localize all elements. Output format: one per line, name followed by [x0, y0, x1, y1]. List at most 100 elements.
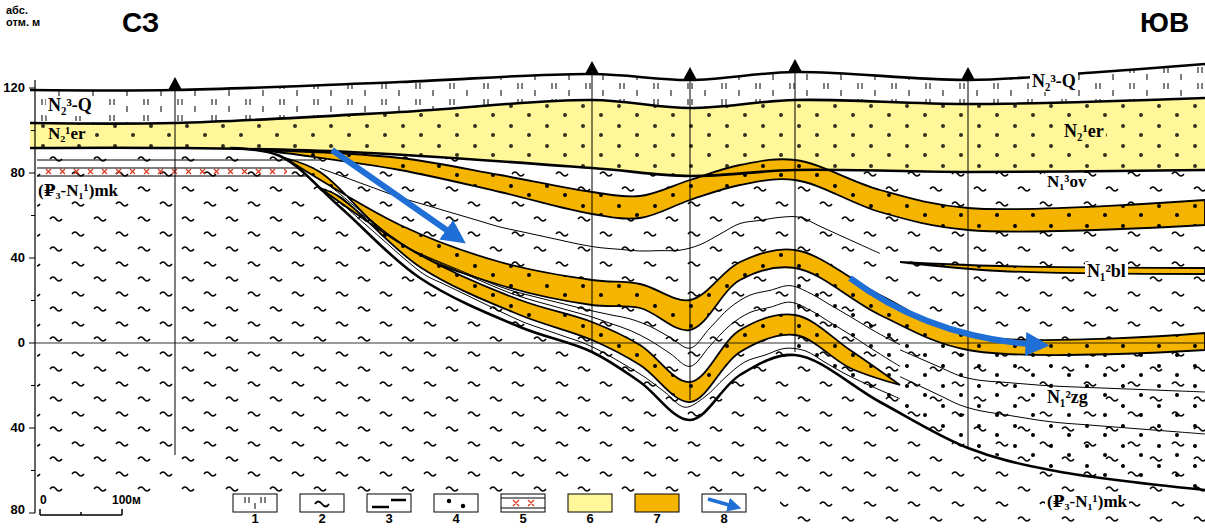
- contact-line: [30, 98, 1205, 124]
- borehole-line: [592, 74, 593, 352]
- formation-label: N₁²bl: [1085, 262, 1128, 282]
- legend-item: [434, 494, 478, 512]
- bedding-line: [900, 377, 1205, 434]
- elevation-value: 0: [16, 336, 27, 350]
- sand-symbol: [447, 499, 451, 503]
- contact-line: [30, 64, 1205, 90]
- legend-swatch: [635, 494, 679, 512]
- elevation-value: 80: [9, 503, 27, 517]
- thin-bed-line: [37, 176, 308, 177]
- formation-label: N₂¹er: [1062, 122, 1106, 142]
- axis-tick: [29, 258, 35, 259]
- scale-value: 100м: [110, 494, 143, 507]
- axis-title: абс. отм. м: [4, 4, 44, 28]
- legend-item: [702, 494, 746, 512]
- geology-layers: [29, 59, 1205, 528]
- formation-label: (₽₃-N₁¹)mk: [1045, 493, 1129, 512]
- axis-tick: [31, 215, 35, 216]
- elevation-axis: [34, 80, 35, 513]
- sand-outline: [260, 150, 1205, 232]
- direction-label: СЗ: [120, 8, 161, 39]
- clay-pattern: [30, 64, 1205, 528]
- axis-tick: [29, 343, 35, 344]
- legend-item: [367, 494, 411, 512]
- flow-arrow: [332, 150, 458, 238]
- legend-item: [233, 494, 277, 512]
- legend-item: [300, 494, 344, 512]
- legend-number: 1: [249, 512, 260, 526]
- elevation-value: 40: [9, 251, 27, 265]
- sand-pattern: [260, 150, 1205, 232]
- formation-label: N₁²zg: [1045, 388, 1090, 408]
- legend-swatches: [233, 494, 746, 512]
- legend-number: 3: [383, 512, 394, 526]
- scale-bar: [40, 509, 122, 515]
- sand-symbol: [461, 504, 465, 508]
- sand-lens: [260, 150, 1205, 232]
- formation-label: N₂¹er: [46, 125, 88, 144]
- axis-tick: [31, 300, 35, 301]
- axis-tick: [29, 513, 35, 514]
- clay-symbol: [315, 502, 329, 507]
- legend-swatch: [501, 494, 545, 512]
- loam-symbol: [245, 497, 265, 509]
- contact-line: [230, 148, 1205, 490]
- contact-line: [30, 148, 1205, 176]
- legend-swatch: [233, 494, 277, 512]
- elevation-value: 40: [9, 421, 27, 435]
- borehole-mark: [585, 61, 599, 74]
- sand-outline: [900, 262, 1205, 274]
- elevation-value: 120: [1, 81, 27, 95]
- sand-pattern: [30, 98, 1205, 176]
- bedding-line: [320, 168, 880, 253]
- legend-item: [635, 494, 679, 512]
- borehole-mark: [788, 59, 802, 72]
- legend-number: 7: [651, 512, 662, 526]
- axis-tick: [29, 88, 35, 89]
- interlayer-symbol: [372, 500, 406, 507]
- sand-pattern: [900, 262, 1205, 274]
- bedding-line: [900, 350, 1205, 392]
- formation-label: (₽₃-N₁¹)mk: [36, 182, 120, 201]
- gypsum-symbol: [513, 500, 534, 506]
- borehole-line: [175, 90, 176, 455]
- legend-number: 5: [517, 512, 528, 526]
- sand-lens: [900, 262, 1205, 274]
- legend-swatch: [300, 494, 344, 512]
- formation-label: N₂³-Q: [46, 96, 94, 116]
- legend-number: 6: [584, 512, 595, 526]
- borehole-line: [795, 72, 796, 352]
- direction-label: ЮВ: [1138, 8, 1191, 39]
- bedding-line: [330, 191, 900, 367]
- axis-tick: [31, 130, 35, 131]
- legend-number: 2: [316, 512, 327, 526]
- ground-fill: [30, 64, 1205, 528]
- legend-item: [568, 494, 612, 512]
- legend-number: 4: [450, 512, 461, 526]
- legend-item: [501, 494, 545, 512]
- legend-swatch: [702, 494, 746, 512]
- gypsum-symbol: [501, 498, 545, 508]
- flow-symbol: [708, 499, 736, 507]
- scale-value: 0: [38, 494, 49, 507]
- borehole-mark: [168, 77, 182, 90]
- borehole-mark: [961, 67, 975, 80]
- borehole-line: [690, 80, 691, 400]
- borehole-line: [968, 80, 969, 448]
- gypsum-band: [37, 168, 287, 176]
- thin-bed-line: [37, 160, 320, 161]
- axis-tick: [31, 385, 35, 386]
- legend-swatch: [568, 494, 612, 512]
- legend-swatch: [434, 494, 478, 512]
- formation-label: N₁³ov: [1045, 173, 1088, 192]
- legend-swatch: [367, 494, 411, 512]
- legend-number: 8: [718, 512, 729, 526]
- elevation-value: 80: [9, 166, 27, 180]
- axis-tick: [31, 470, 35, 471]
- formation-label: N₂³-Q: [1030, 72, 1078, 92]
- axis-tick: [29, 173, 35, 174]
- er-sand-layer: [30, 98, 1205, 176]
